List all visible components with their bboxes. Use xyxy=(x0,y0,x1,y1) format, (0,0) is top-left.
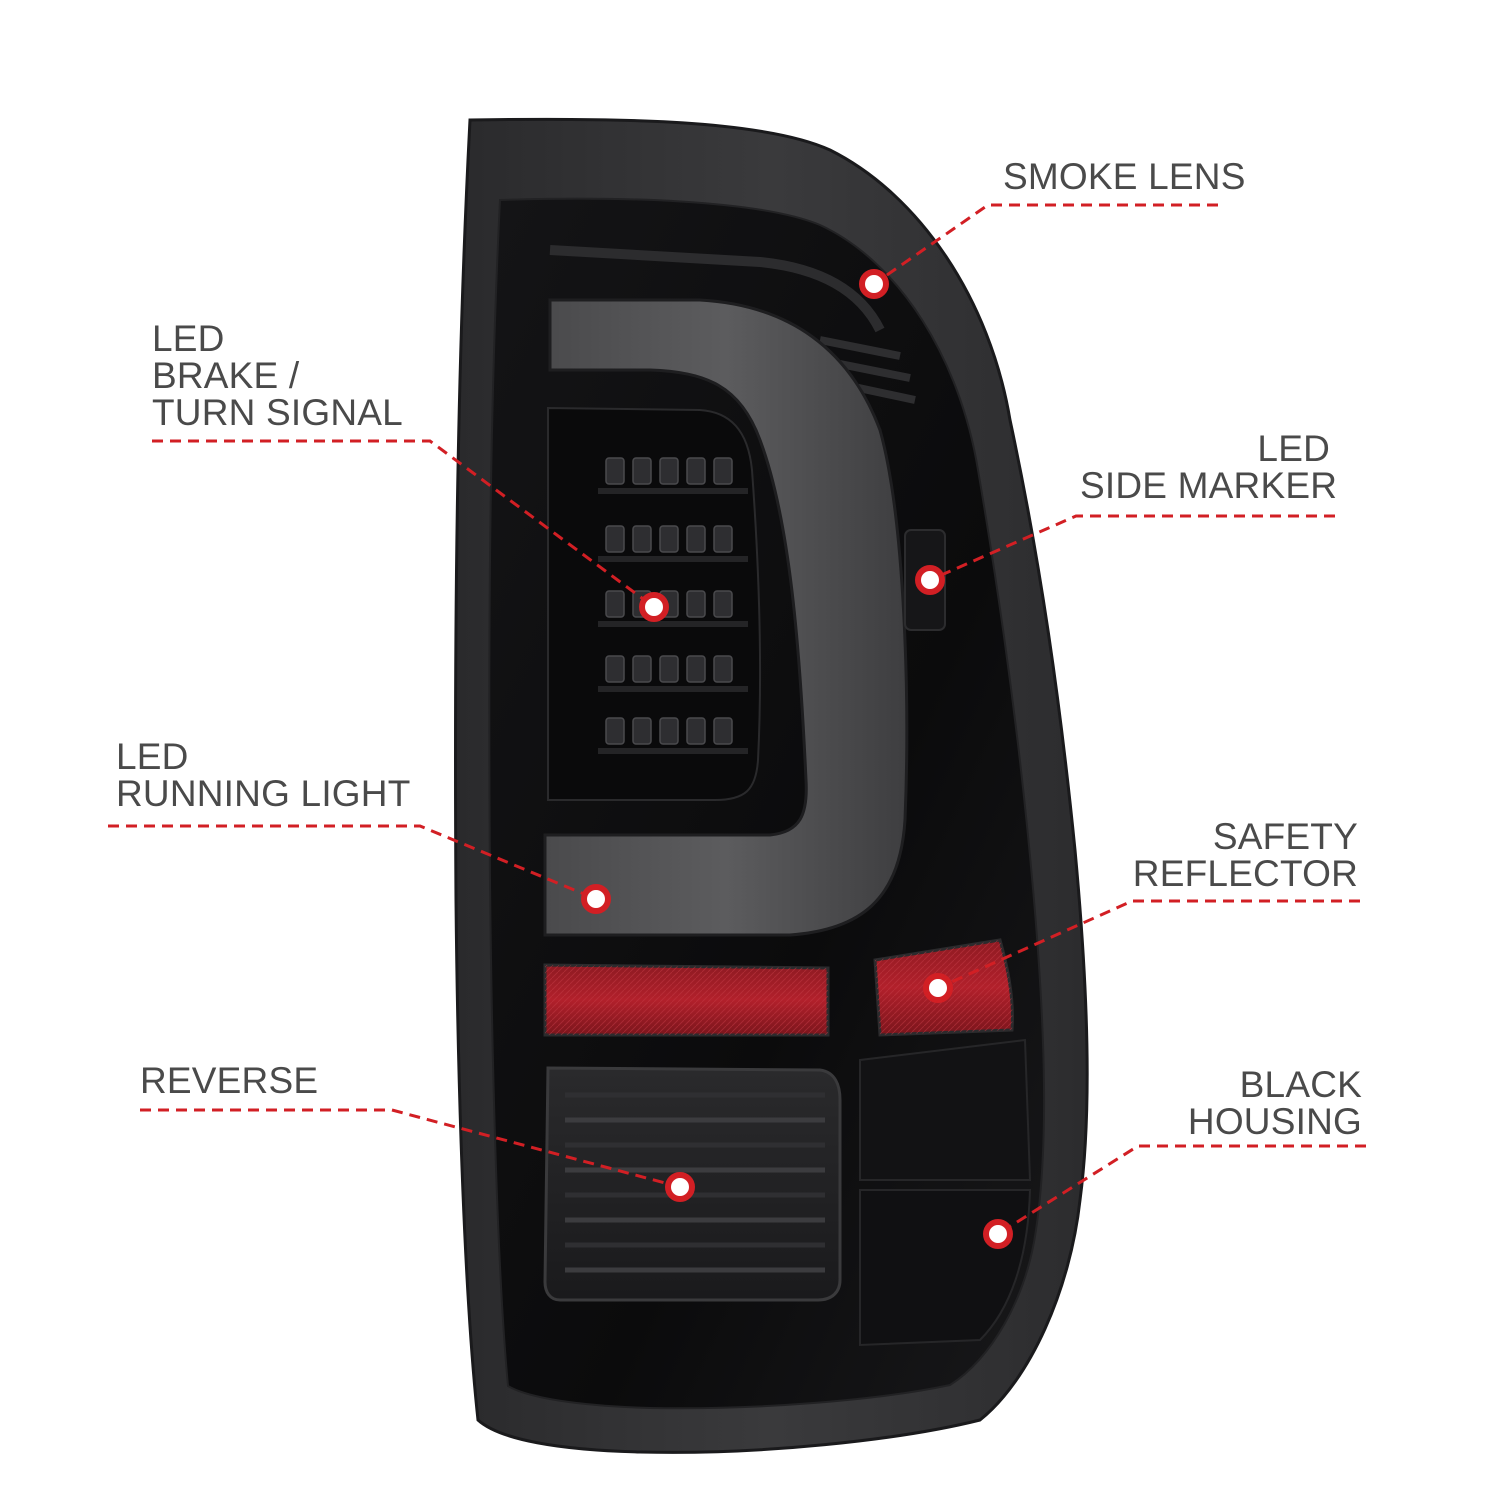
leader-line-safety-reflector xyxy=(937,899,1360,990)
label-line: BRAKE / xyxy=(152,355,300,396)
led-row-shelf xyxy=(598,488,748,494)
led-chip xyxy=(605,717,625,745)
callout-dot-smoke-lens xyxy=(859,269,889,299)
led-chip xyxy=(632,655,652,683)
label-line: REVERSE xyxy=(140,1060,319,1101)
callout-dot-reverse xyxy=(665,1172,695,1202)
label-line: TURN SIGNAL xyxy=(152,392,403,433)
label-safety-reflector: SAFETY REFLECTOR xyxy=(1130,818,1358,892)
led-chip xyxy=(713,457,733,485)
led-chip xyxy=(713,590,733,618)
led-chip xyxy=(605,457,625,485)
label-line: SIDE MARKER xyxy=(1080,465,1338,506)
led-chip xyxy=(605,655,625,683)
label-line: REFLECTOR xyxy=(1132,853,1358,894)
led-chip xyxy=(632,525,652,553)
led-chip xyxy=(713,717,733,745)
led-chip xyxy=(632,457,652,485)
led-chip xyxy=(686,525,706,553)
led-chip xyxy=(659,717,679,745)
reverse-ribs xyxy=(565,1092,825,1273)
led-chip xyxy=(659,457,679,485)
led-chip xyxy=(686,457,706,485)
label-line: LED xyxy=(152,318,225,359)
label-line: BLACK xyxy=(1239,1064,1362,1105)
callout-dot-led-side-marker xyxy=(915,565,945,595)
callout-dot-black-housing xyxy=(983,1219,1013,1249)
led-chip xyxy=(713,525,733,553)
led-chip xyxy=(686,655,706,683)
leader-line-led-running-light xyxy=(108,824,597,901)
label-smoke-lens: SMOKE LENS xyxy=(1003,158,1246,195)
leader-line-led-brake-turn xyxy=(152,439,655,609)
label-line: RUNNING LIGHT xyxy=(116,773,411,814)
led-row-shelf xyxy=(598,748,748,754)
label-line: SMOKE LENS xyxy=(1003,156,1246,197)
running-light-tube xyxy=(543,298,909,937)
led-row-shelf xyxy=(598,686,748,692)
led-chip xyxy=(686,590,706,618)
leader-line-smoke-lens xyxy=(873,203,1218,286)
label-line: SAFETY xyxy=(1212,816,1358,857)
callout-dot-led-running-light xyxy=(581,884,611,914)
led-chip xyxy=(659,655,679,683)
label-line: LED xyxy=(1257,428,1330,469)
led-chip xyxy=(713,655,733,683)
led-chip xyxy=(632,717,652,745)
label-line: HOUSING xyxy=(1187,1101,1362,1142)
label-black-housing: BLACK HOUSING xyxy=(1150,1066,1362,1140)
led-chip-rows xyxy=(598,457,748,754)
led-chip xyxy=(605,525,625,553)
label-led-side-marker: LED SIDE MARKER xyxy=(1080,428,1338,506)
leader-line-reverse xyxy=(140,1108,681,1189)
led-row-shelf xyxy=(598,556,748,562)
callout-dot-safety-reflector xyxy=(923,973,953,1003)
led-chip xyxy=(659,525,679,553)
leader-line-black-housing xyxy=(997,1144,1366,1236)
led-chip xyxy=(686,717,706,745)
leader-line-led-side-marker xyxy=(929,514,1335,582)
led-row-shelf xyxy=(598,621,748,627)
led-chip xyxy=(605,590,625,618)
label-line: LED xyxy=(116,736,189,777)
callout-dot-led-brake-turn xyxy=(639,592,669,622)
label-led-brake-turn-signal: LED BRAKE / TURN SIGNAL xyxy=(152,320,403,431)
label-reverse: REVERSE xyxy=(140,1062,318,1099)
label-led-running-light: LED RUNNING LIGHT xyxy=(116,738,411,812)
